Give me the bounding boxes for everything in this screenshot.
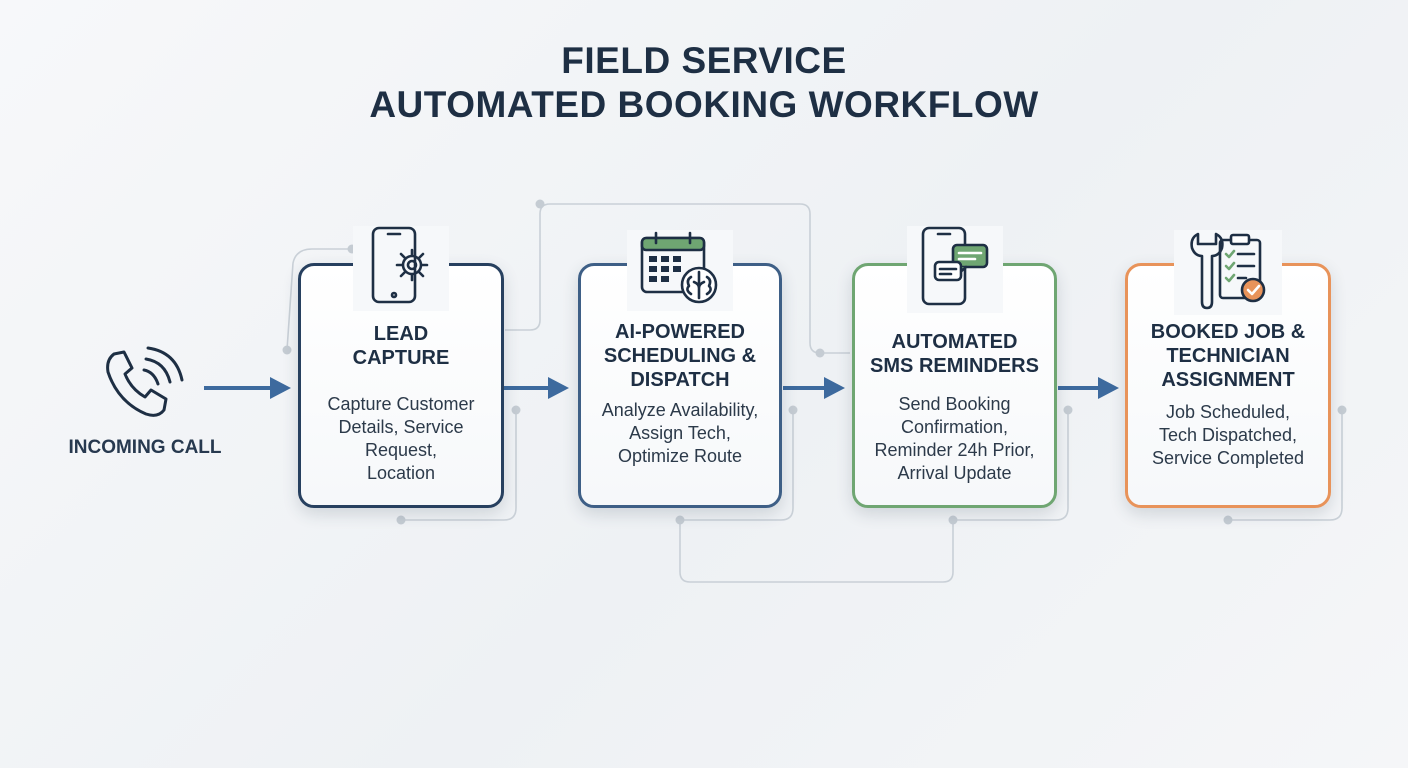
step-description: Send Booking Confirmation, Reminder 24h … bbox=[874, 394, 1035, 483]
step-card-booked-job: BOOKED JOB & TECHNICIAN ASSIGNMENT Job S… bbox=[1125, 230, 1331, 508]
connector-dot bbox=[511, 405, 521, 415]
connector-line bbox=[286, 248, 352, 351]
step-title: AI-POWERED SCHEDULING & DISPATCH bbox=[603, 321, 757, 391]
flow-arrow bbox=[204, 377, 291, 399]
step-description: Job Scheduled, Tech Dispatched, Service … bbox=[1151, 402, 1305, 468]
connector-line bbox=[505, 203, 850, 354]
smartphone-chat-icon bbox=[906, 226, 1003, 313]
page-title-line-1: FIELD SERVICE bbox=[561, 40, 847, 81]
wrench-checklist-icon bbox=[1174, 230, 1282, 315]
calendar-brain-icon bbox=[627, 230, 733, 311]
step-title: BOOKED JOB & TECHNICIAN ASSIGNMENT bbox=[1150, 321, 1306, 391]
connector-dot bbox=[282, 345, 292, 355]
step-description: Capture Customer Details, Service Reques… bbox=[327, 394, 475, 483]
step-description: Analyze Availability, Assign Tech, Optim… bbox=[601, 400, 759, 466]
page-title-line-2: AUTOMATED BOOKING WORKFLOW bbox=[369, 84, 1039, 125]
phone-ringing-icon bbox=[98, 342, 188, 437]
connector-line bbox=[401, 410, 517, 521]
connector-dot bbox=[1223, 515, 1233, 525]
connector-dot bbox=[1063, 405, 1073, 415]
connector-dot bbox=[1337, 405, 1347, 415]
connector-line bbox=[679, 520, 954, 583]
step-title: LEAD CAPTURE bbox=[352, 323, 450, 369]
connector-dot bbox=[788, 405, 798, 415]
incoming-call-label: INCOMING CALL bbox=[68, 437, 222, 458]
flow-arrow bbox=[504, 377, 569, 399]
connector-line bbox=[1228, 410, 1343, 521]
step-card-scheduling-dispatch: AI-POWERED SCHEDULING & DISPATCH Analyze… bbox=[578, 230, 782, 508]
step-card-lead-capture: LEAD CAPTURE Capture Customer Details, S… bbox=[298, 226, 504, 508]
connector-line bbox=[680, 410, 794, 521]
smartphone-gear-icon bbox=[353, 226, 449, 311]
step-title: AUTOMATED SMS REMINDERS bbox=[870, 331, 1039, 377]
connector-dot bbox=[396, 515, 406, 525]
step-card-sms-reminders: AUTOMATED SMS REMINDERS Send Booking Con… bbox=[852, 226, 1057, 508]
connector-dot bbox=[675, 515, 685, 525]
connector-dot bbox=[815, 348, 825, 358]
connector-dot bbox=[948, 515, 958, 525]
flow-arrow bbox=[1058, 377, 1119, 399]
connector-line bbox=[953, 410, 1069, 521]
connector-dot bbox=[535, 199, 545, 209]
flow-arrow bbox=[783, 377, 845, 399]
